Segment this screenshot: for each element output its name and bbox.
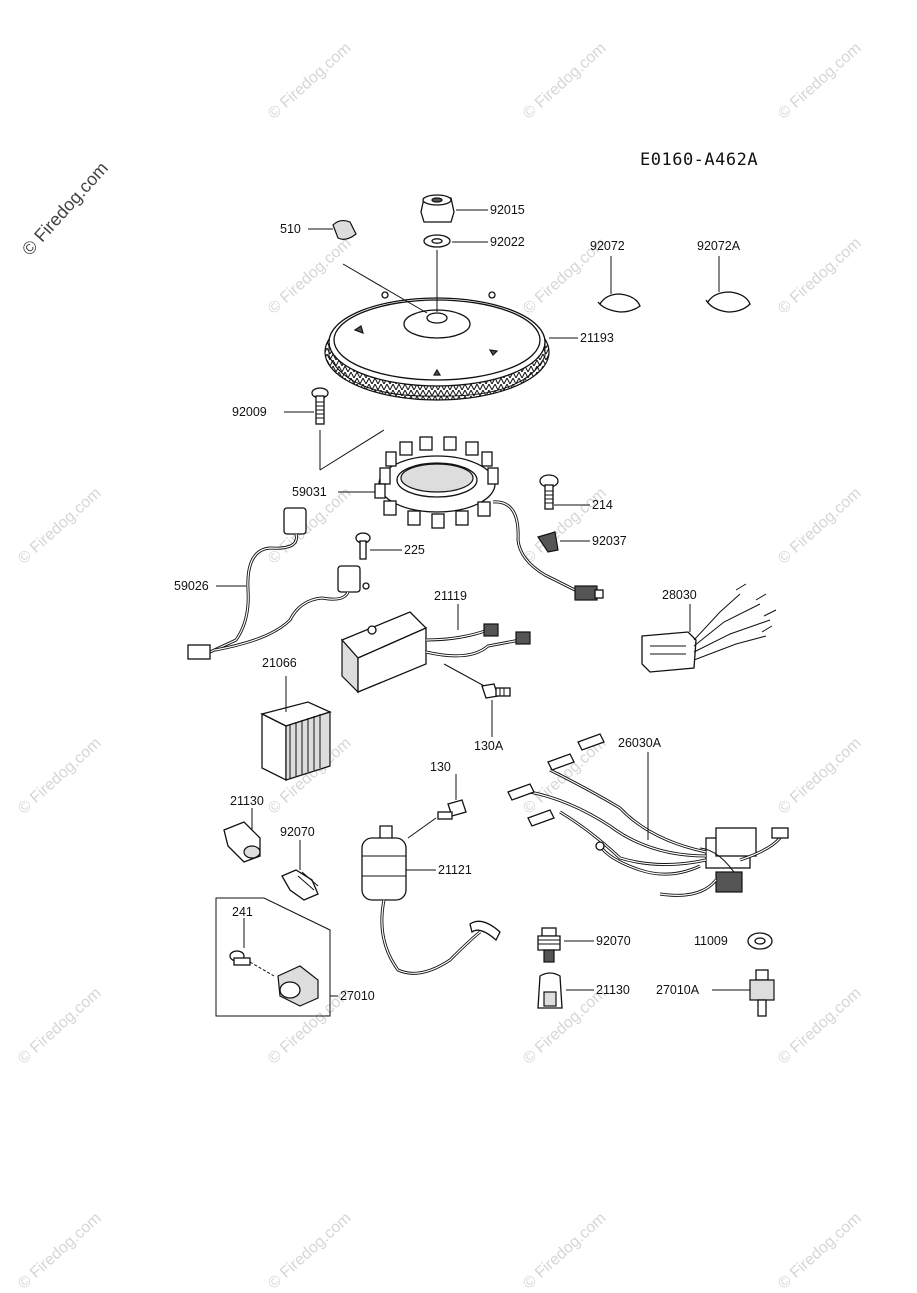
part-label-225: 225 <box>404 543 425 557</box>
watermark-wm-20: © Firedog.com <box>265 1209 355 1293</box>
washer <box>423 234 488 312</box>
kit-box-27010 <box>215 897 338 1017</box>
clip-92072A <box>705 256 751 313</box>
part-label-21121: 21121 <box>438 863 472 877</box>
pulser-coil-harness <box>187 507 370 660</box>
part-label-214: 214 <box>592 498 613 512</box>
spark-plug-92070b <box>537 927 594 963</box>
part-label-27010A: 27010A <box>656 983 700 997</box>
part-label-130: 130 <box>430 760 451 774</box>
part-label-21119: 21119 <box>434 589 467 603</box>
part-label-59026: 59026 <box>174 579 209 593</box>
key <box>308 219 428 314</box>
part-label-21066: 21066 <box>262 656 297 670</box>
plug-cap-21130b <box>537 972 594 1009</box>
main-harness-26030A <box>507 733 789 897</box>
part-label-11009: 11009 <box>694 934 728 948</box>
part-label-21130-left: 21130 <box>230 794 264 808</box>
part-label-21130-right: 21130 <box>596 983 630 997</box>
watermark-wm-21: © Firedog.com <box>520 1209 610 1293</box>
part-label-27010: 27010 <box>340 989 375 1003</box>
part-label-92009: 92009 <box>232 405 267 419</box>
part-label-130A: 130A <box>474 739 504 753</box>
part-label-92070-right: 92070 <box>596 934 631 948</box>
clip-92072 <box>597 256 641 313</box>
part-label-92070-left: 92070 <box>280 825 315 839</box>
part-label-28030: 28030 <box>662 588 697 602</box>
bolt-130A <box>481 683 511 737</box>
spark-plug-92070a <box>281 840 319 901</box>
part-label-92072A: 92072A <box>697 239 741 253</box>
part-label-510: 510 <box>280 222 301 236</box>
cdi-unit <box>340 604 531 694</box>
bolt-92009 <box>284 387 385 471</box>
diagram-id: E0160-A462A <box>640 150 759 170</box>
flywheel <box>324 291 550 401</box>
part-label-92072: 92072 <box>590 239 625 253</box>
part-label-59031: 59031 <box>292 485 327 499</box>
part-label-241: 241 <box>232 905 253 919</box>
part-label-92022: 92022 <box>490 235 525 249</box>
watermark-wm-22: © Firedog.com <box>775 1209 865 1293</box>
bolt-130 <box>407 774 467 839</box>
screw-225 <box>355 532 402 560</box>
part-label-92037: 92037 <box>592 534 627 548</box>
parts-diagram: © Firedog.com © Firedog.com © Firedog.com ©… <box>15 40 865 1293</box>
part-label-92015: 92015 <box>490 203 525 217</box>
clamp-92037 <box>537 531 590 553</box>
part-label-26030A: 26030A <box>618 736 662 750</box>
plug-cap-21130a <box>223 808 261 863</box>
sensor-27010A <box>712 969 775 1017</box>
gasket-11009 <box>747 932 773 950</box>
screw-214 <box>539 474 590 510</box>
sub-harness-28030 <box>641 583 777 673</box>
stator <box>338 436 604 601</box>
parts-drawing <box>187 194 789 1017</box>
part-label-21193: 21193 <box>580 331 614 345</box>
watermark-wm-19: © Firedog.com <box>15 1209 105 1293</box>
regulator <box>260 676 332 782</box>
nut <box>420 194 488 223</box>
ignition-coil <box>361 825 501 975</box>
